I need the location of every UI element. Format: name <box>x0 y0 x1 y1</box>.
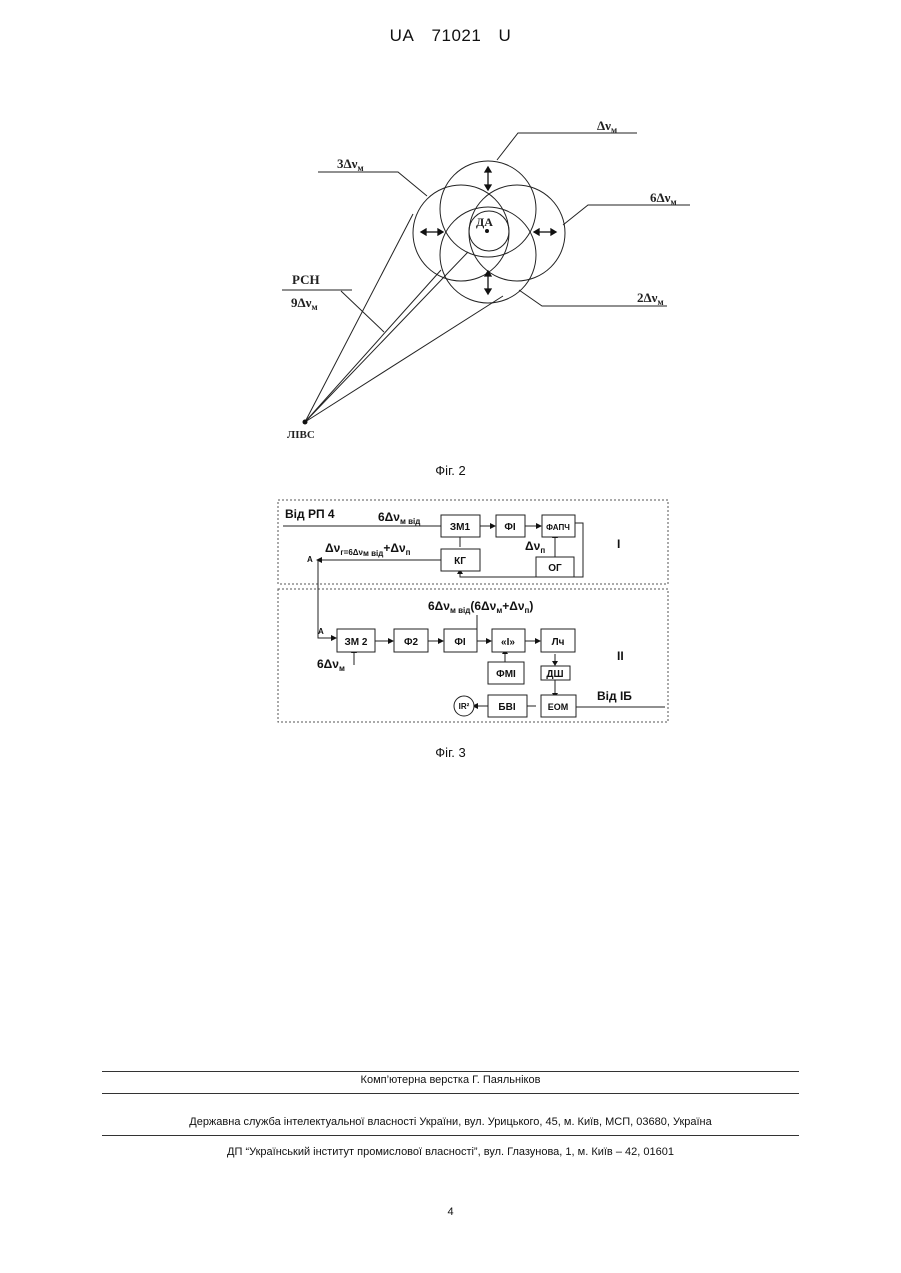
label-rsn: РСН <box>292 272 320 287</box>
label-6dv: 6Δν <box>650 190 671 205</box>
svg-text:6Δνм від(6Δνм+Δνп): 6Δνм від(6Δνм+Δνп) <box>428 599 533 615</box>
label-section-ii: ІІ <box>617 649 624 663</box>
footer-institute: ДП “Український інститут промислової вла… <box>102 1146 799 1158</box>
label-dv: Δν <box>597 118 611 133</box>
footer-divider <box>102 1071 799 1072</box>
block-lch: Лч <box>552 637 565 648</box>
block-fmi: ФМІ <box>496 669 516 680</box>
label-input2-6dv: 6Δν <box>317 657 339 671</box>
leader-line-3dv <box>318 172 427 196</box>
page-number: 4 <box>0 1206 901 1218</box>
block-zm2: ЗМ 2 <box>345 637 368 648</box>
block-indicator: ІR² <box>459 702 470 711</box>
label-a-top: А <box>307 555 313 564</box>
block-fi-bottom: ФІ <box>454 637 466 648</box>
da-point <box>485 229 489 233</box>
label-from-rp4: Від РП 4 <box>285 507 335 521</box>
svg-text:6Δνм: 6Δνм <box>317 657 345 673</box>
figure-3-caption: Фіг. 3 <box>0 745 901 760</box>
footer-agency: Державна служба інтелектуальної власност… <box>102 1116 799 1128</box>
svg-text:6Δνм: 6Δνм <box>650 190 677 207</box>
cone-line <box>305 296 503 422</box>
block-i: «І» <box>501 637 515 648</box>
label-a-bottom: А <box>318 627 324 636</box>
block-kg: КГ <box>454 556 466 567</box>
label-input-6dv: 6Δν <box>378 510 400 524</box>
footer-divider <box>102 1093 799 1094</box>
svg-text:Δνп: Δνп <box>525 539 545 555</box>
footer-layout-credit: Комп’ютерна верстка Г. Паяльніков <box>102 1074 799 1086</box>
svg-text:6Δνм від: 6Δνм від <box>378 510 420 526</box>
block-zm1: ЗМ1 <box>450 522 471 533</box>
block-f2: Ф2 <box>404 637 419 648</box>
svg-text:9Δνм: 9Δνм <box>291 295 318 312</box>
cone-line <box>305 270 441 422</box>
svg-text:Δνг=6Δνм від+Δνп: Δνг=6Δνм від+Δνп <box>325 541 411 558</box>
figure-3-diagram: ЗМ1 ФІ ФАПЧ КГ ОГ ЗМ 2 Ф2 ФІ «І» Лч ФМІ … <box>0 495 901 755</box>
leader-line-6dv <box>563 205 690 225</box>
svg-text:Δνм: Δνм <box>597 118 617 135</box>
figure-2-caption: Фіг. 2 <box>0 463 901 478</box>
svg-text:3Δνм: 3Δνм <box>337 156 364 173</box>
livs-point <box>303 420 308 425</box>
label-9dv: 9Δν <box>291 295 312 310</box>
label-from-ib: Від ІБ <box>597 689 632 703</box>
label-2dv: 2Δν <box>637 290 658 305</box>
label-livs: ЛІВС <box>287 429 315 441</box>
figure-2-diagram: Δνм 3Δνм 6Δνм 2Δνм РСН 9Δνм ДА ЛІВС <box>0 0 901 470</box>
block-dsh: ДШ <box>546 669 563 680</box>
beam-circle-left <box>413 185 509 281</box>
label-section-i: І <box>617 537 620 551</box>
footer-divider <box>102 1135 799 1136</box>
block-bvi: БВІ <box>498 702 515 713</box>
svg-text:2Δνм: 2Δνм <box>637 290 664 307</box>
label-dvg: Δν <box>325 541 341 555</box>
leader-line-9dv <box>341 291 384 332</box>
label-3dv: 3Δν <box>337 156 358 171</box>
block-eom: ЕОМ <box>548 702 569 712</box>
label-dvp: Δν <box>525 539 541 553</box>
cone-line <box>305 252 468 422</box>
label-da: ДА <box>476 215 493 229</box>
block-og: ОГ <box>548 563 562 574</box>
block-fapch: ФАПЧ <box>546 523 570 532</box>
block-fi-top: ФІ <box>504 522 516 533</box>
label-mid: 6Δν <box>428 599 450 613</box>
leader-line-dv <box>497 133 637 160</box>
cone-line <box>305 214 413 422</box>
